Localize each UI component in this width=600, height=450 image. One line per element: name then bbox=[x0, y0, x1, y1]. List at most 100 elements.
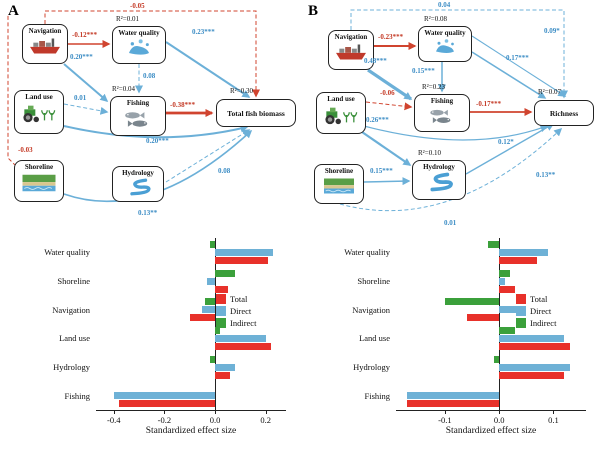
bar-direct bbox=[499, 363, 570, 371]
bar-direct bbox=[215, 334, 266, 342]
category-label: Water quality bbox=[344, 247, 390, 258]
legend-item: Direct bbox=[216, 306, 256, 316]
node-hydrology-label: Hydrology bbox=[423, 163, 455, 171]
bar-total bbox=[215, 371, 231, 379]
zero-axis-line bbox=[499, 238, 501, 410]
node-fishing: Fishing bbox=[110, 96, 166, 136]
legend-item: Indirect bbox=[516, 318, 556, 328]
legend-swatch-indirect bbox=[216, 318, 226, 328]
bar-direct bbox=[499, 334, 565, 342]
category-label: Shoreline bbox=[357, 276, 390, 286]
path-navigation-to-fishing bbox=[63, 63, 109, 102]
coef-nav-wq: -0.23*** bbox=[378, 33, 404, 41]
ship-icon bbox=[336, 44, 366, 60]
node-navigation-label: Navigation bbox=[334, 33, 368, 41]
category-label: Land use bbox=[59, 333, 90, 344]
bar-indirect bbox=[499, 326, 516, 334]
panel-b: B Navigation bbox=[300, 0, 600, 450]
coef-shoreline-outcome-bottom: 0.01 bbox=[444, 219, 457, 227]
category-label: Fishing bbox=[64, 390, 90, 401]
x-tick-mark bbox=[164, 410, 166, 414]
bar-direct bbox=[499, 248, 548, 256]
node-shoreline: Shoreline bbox=[14, 160, 64, 202]
legend-label: Indirect bbox=[530, 318, 557, 328]
shoreline-icon bbox=[324, 178, 354, 194]
coef-shoreline-left: -0.03 bbox=[18, 146, 33, 154]
coef-landuse-fishing: 0.01 bbox=[74, 94, 87, 102]
bar-direct bbox=[207, 277, 216, 285]
category-label: Hydrology bbox=[53, 362, 90, 372]
node-shoreline-label: Shoreline bbox=[324, 167, 354, 175]
coef-wq-fishing: 0.08 bbox=[143, 72, 156, 80]
x-tick-label: -0.2 bbox=[157, 415, 172, 425]
x-tick-mark bbox=[215, 410, 217, 414]
node-fishing-label: Fishing bbox=[126, 99, 150, 107]
coef-fishing-outcome: -0.17*** bbox=[476, 100, 502, 108]
legend-label: Direct bbox=[230, 306, 252, 316]
legend-label: Total bbox=[230, 294, 248, 304]
path-landuse-to-fishing-dashed bbox=[365, 101, 413, 111]
category-label: Hydrology bbox=[353, 362, 390, 372]
coef-nav-fishing: 0.48*** bbox=[364, 57, 387, 65]
sem-diagram-a: A Navigation bbox=[0, 0, 300, 230]
coef-shoreline-hydrology: 0.15*** bbox=[370, 167, 393, 175]
bar-indirect bbox=[493, 355, 500, 363]
river-icon bbox=[130, 178, 151, 196]
x-tick-mark bbox=[265, 410, 267, 414]
path-navigation-to-outcome-top bbox=[350, 9, 568, 99]
bar-total bbox=[215, 342, 271, 350]
coef-wq-outcome-upper: 0.09* bbox=[544, 27, 560, 35]
bar-indirect bbox=[204, 298, 216, 306]
bar-indirect bbox=[499, 269, 510, 277]
path-hydrology-to-outcome-dashed bbox=[165, 129, 251, 183]
coef-wq-fishing: 0.15*** bbox=[412, 67, 435, 75]
coef-nav-fishing: 0.20*** bbox=[70, 53, 93, 61]
path-landuse-to-outcome bbox=[63, 124, 249, 139]
node-navigation: Navigation bbox=[22, 24, 68, 64]
coef-wq-outcome-lower: 0.17*** bbox=[506, 54, 529, 62]
path-water-quality-to-outcome-upper bbox=[471, 35, 567, 97]
node-hydrology-label: Hydrology bbox=[122, 169, 154, 177]
r2-fishing: R²=0.23 bbox=[422, 83, 445, 91]
bar-total bbox=[215, 256, 269, 264]
node-outcome-label: Richness bbox=[549, 108, 579, 118]
x-tick-label: 0.1 bbox=[548, 415, 559, 425]
shoreline-icon bbox=[22, 174, 56, 192]
ship-icon bbox=[30, 38, 60, 54]
node-fishing: Fishing bbox=[414, 94, 470, 132]
fish-icon bbox=[125, 112, 148, 127]
coef-landuse-outcome: 0.20*** bbox=[146, 137, 169, 145]
legend-item: Direct bbox=[516, 306, 556, 316]
node-hydrology: Hydrology bbox=[412, 160, 466, 200]
node-hydrology: Hydrology bbox=[112, 166, 164, 202]
bar-total bbox=[466, 314, 500, 322]
bar-direct bbox=[499, 277, 505, 285]
category-label: Navigation bbox=[52, 304, 90, 315]
x-tick-label: 0.0 bbox=[209, 415, 221, 425]
node-water-quality: Water quality bbox=[418, 26, 472, 62]
category-label: Shoreline bbox=[57, 276, 90, 286]
node-shoreline: Shoreline bbox=[314, 164, 364, 204]
category-label: Land use bbox=[359, 333, 390, 344]
bar-indirect bbox=[215, 326, 221, 334]
x-tick-mark bbox=[444, 410, 446, 414]
node-outcome-label: Total fish biomass bbox=[227, 108, 285, 118]
coef-nav-outcome-top: -0.05 bbox=[130, 2, 145, 10]
path-landuse-to-fishing-dashed bbox=[63, 103, 109, 115]
tractor-icon bbox=[23, 105, 56, 123]
x-tick-mark bbox=[499, 410, 501, 414]
path-navigation-to-fishing bbox=[367, 68, 413, 101]
river-icon bbox=[430, 172, 453, 192]
path-water-quality-to-outcome-lower bbox=[471, 51, 547, 99]
path-landuse-to-outcome bbox=[363, 124, 549, 141]
x-axis-line bbox=[396, 410, 586, 411]
tractor-icon bbox=[325, 107, 358, 125]
path-hydrology-to-outcome bbox=[465, 123, 555, 175]
node-land-use: Land use bbox=[14, 90, 64, 134]
node-water-quality-label: Water quality bbox=[424, 29, 466, 37]
node-land-use: Land use bbox=[316, 92, 366, 134]
